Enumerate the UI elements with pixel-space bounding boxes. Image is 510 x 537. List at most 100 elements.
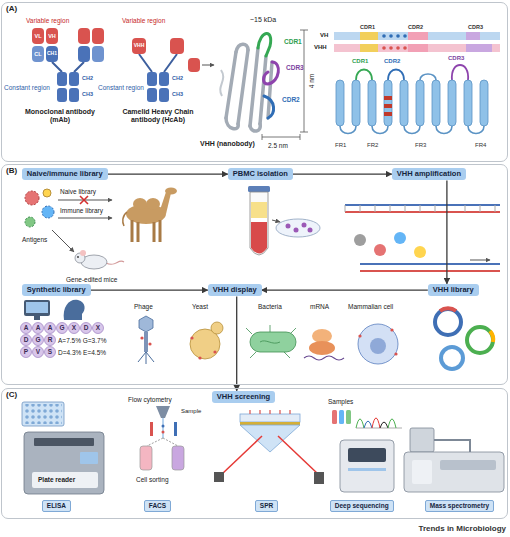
method-box: ELISA [42,500,71,512]
art-rect [80,452,98,464]
art-circle [190,336,193,339]
art-rect [140,446,152,470]
art-rect [410,428,434,452]
art-rect [144,332,148,352]
flow-arrow [236,296,237,390]
mammalian-cell [358,324,398,364]
art-path [420,74,436,80]
figure-label: CH2 [172,75,183,81]
art-path [162,418,164,438]
box-text: VHH library [433,286,474,295]
figure-label: Mammalian cell [348,303,393,310]
art-path [470,260,490,261]
figure-label: CDR1 [360,24,375,30]
art-path [356,419,364,428]
method-box: Mass spectrometry [425,500,494,512]
art-rect [46,46,58,62]
art-circle [93,323,104,334]
art-circle [45,335,56,346]
art-circle [33,347,44,358]
figure-label: CH3 [82,91,93,97]
art-rect [250,332,296,352]
art-circle [69,323,80,334]
figure-label: CDR3 [286,64,304,71]
art-rect [384,104,392,108]
art-path [388,70,404,81]
art-rect [368,80,376,126]
art-path [220,70,223,96]
figure-label: CDR2 [384,58,400,65]
figure-label: Camelid Heavy Chain antibody (HcAb) [110,108,206,124]
figure-label: Sample [181,408,201,415]
figure-label: CDR2 [282,96,300,103]
ribosome-mrna [304,329,344,360]
figure-label: FR2 [367,142,378,149]
art-rect [348,448,386,462]
art-rect [147,72,157,86]
art-rect [408,32,428,40]
art-circle [396,46,400,50]
art-rect [466,32,480,40]
figure-label: A [20,324,32,331]
box-text: ELISA [47,502,66,509]
figure-label: VH [46,33,58,39]
figure-label: V [32,348,44,355]
art-path [226,52,236,118]
art-rect [22,402,64,426]
art-rect [416,80,424,126]
figure-label: D [20,336,32,343]
art-rect [314,472,324,484]
art-path [300,30,308,132]
art-path [123,212,127,226]
spr-setup [214,410,324,484]
art-circle [390,328,393,331]
art-circle [294,228,299,233]
figure-label: VL [32,33,44,39]
art-rect [440,460,496,470]
art-path [360,263,500,265]
art-ellipse [133,198,147,210]
art-path [236,44,248,52]
art-rect [480,80,488,126]
art-path [345,204,500,206]
figure-label: Cell sorting [136,476,169,483]
art-circle [21,347,32,358]
figure-label: Immune library [60,207,103,214]
figure-label: CDR3 [468,24,483,30]
art-circle [21,323,32,334]
art-path [251,222,267,254]
figure-label: CH1 [46,51,58,57]
art-rect [400,80,408,126]
art-path [52,230,74,252]
figure-label: VHH [314,44,327,51]
figure-label: CH3 [172,91,183,97]
art-circle [394,352,397,355]
art-path [156,406,170,418]
art-circle [198,356,201,359]
mouse [75,250,124,269]
box-text: VHH screening [217,393,270,402]
step-header: Synthetic library [22,284,91,297]
art-path [106,261,124,264]
figure-label: Trends in Microbiology [418,524,506,533]
method-box: FACS [144,500,171,512]
plasmids [435,308,493,369]
art-circle [57,323,68,334]
computer-and-head [24,300,85,320]
art-rect [448,80,456,126]
art-circle [370,338,386,354]
art-rect [174,422,177,436]
figure-label: Plate reader [38,476,75,483]
figure-label: CDR3 [448,55,464,62]
art-circle [211,322,223,334]
art-rect [348,468,386,471]
art-path [264,62,279,84]
topology-diagram [336,65,488,134]
art-g [340,74,484,134]
camel [123,188,177,243]
figure-label: D=4.3% E=4.5% [58,349,106,356]
art-circle [389,46,393,50]
art-path [250,410,290,414]
panel-frame: (C)VHH screeningELISAFACSSPRDeep sequenc… [1,388,508,519]
art-circle [33,323,44,334]
